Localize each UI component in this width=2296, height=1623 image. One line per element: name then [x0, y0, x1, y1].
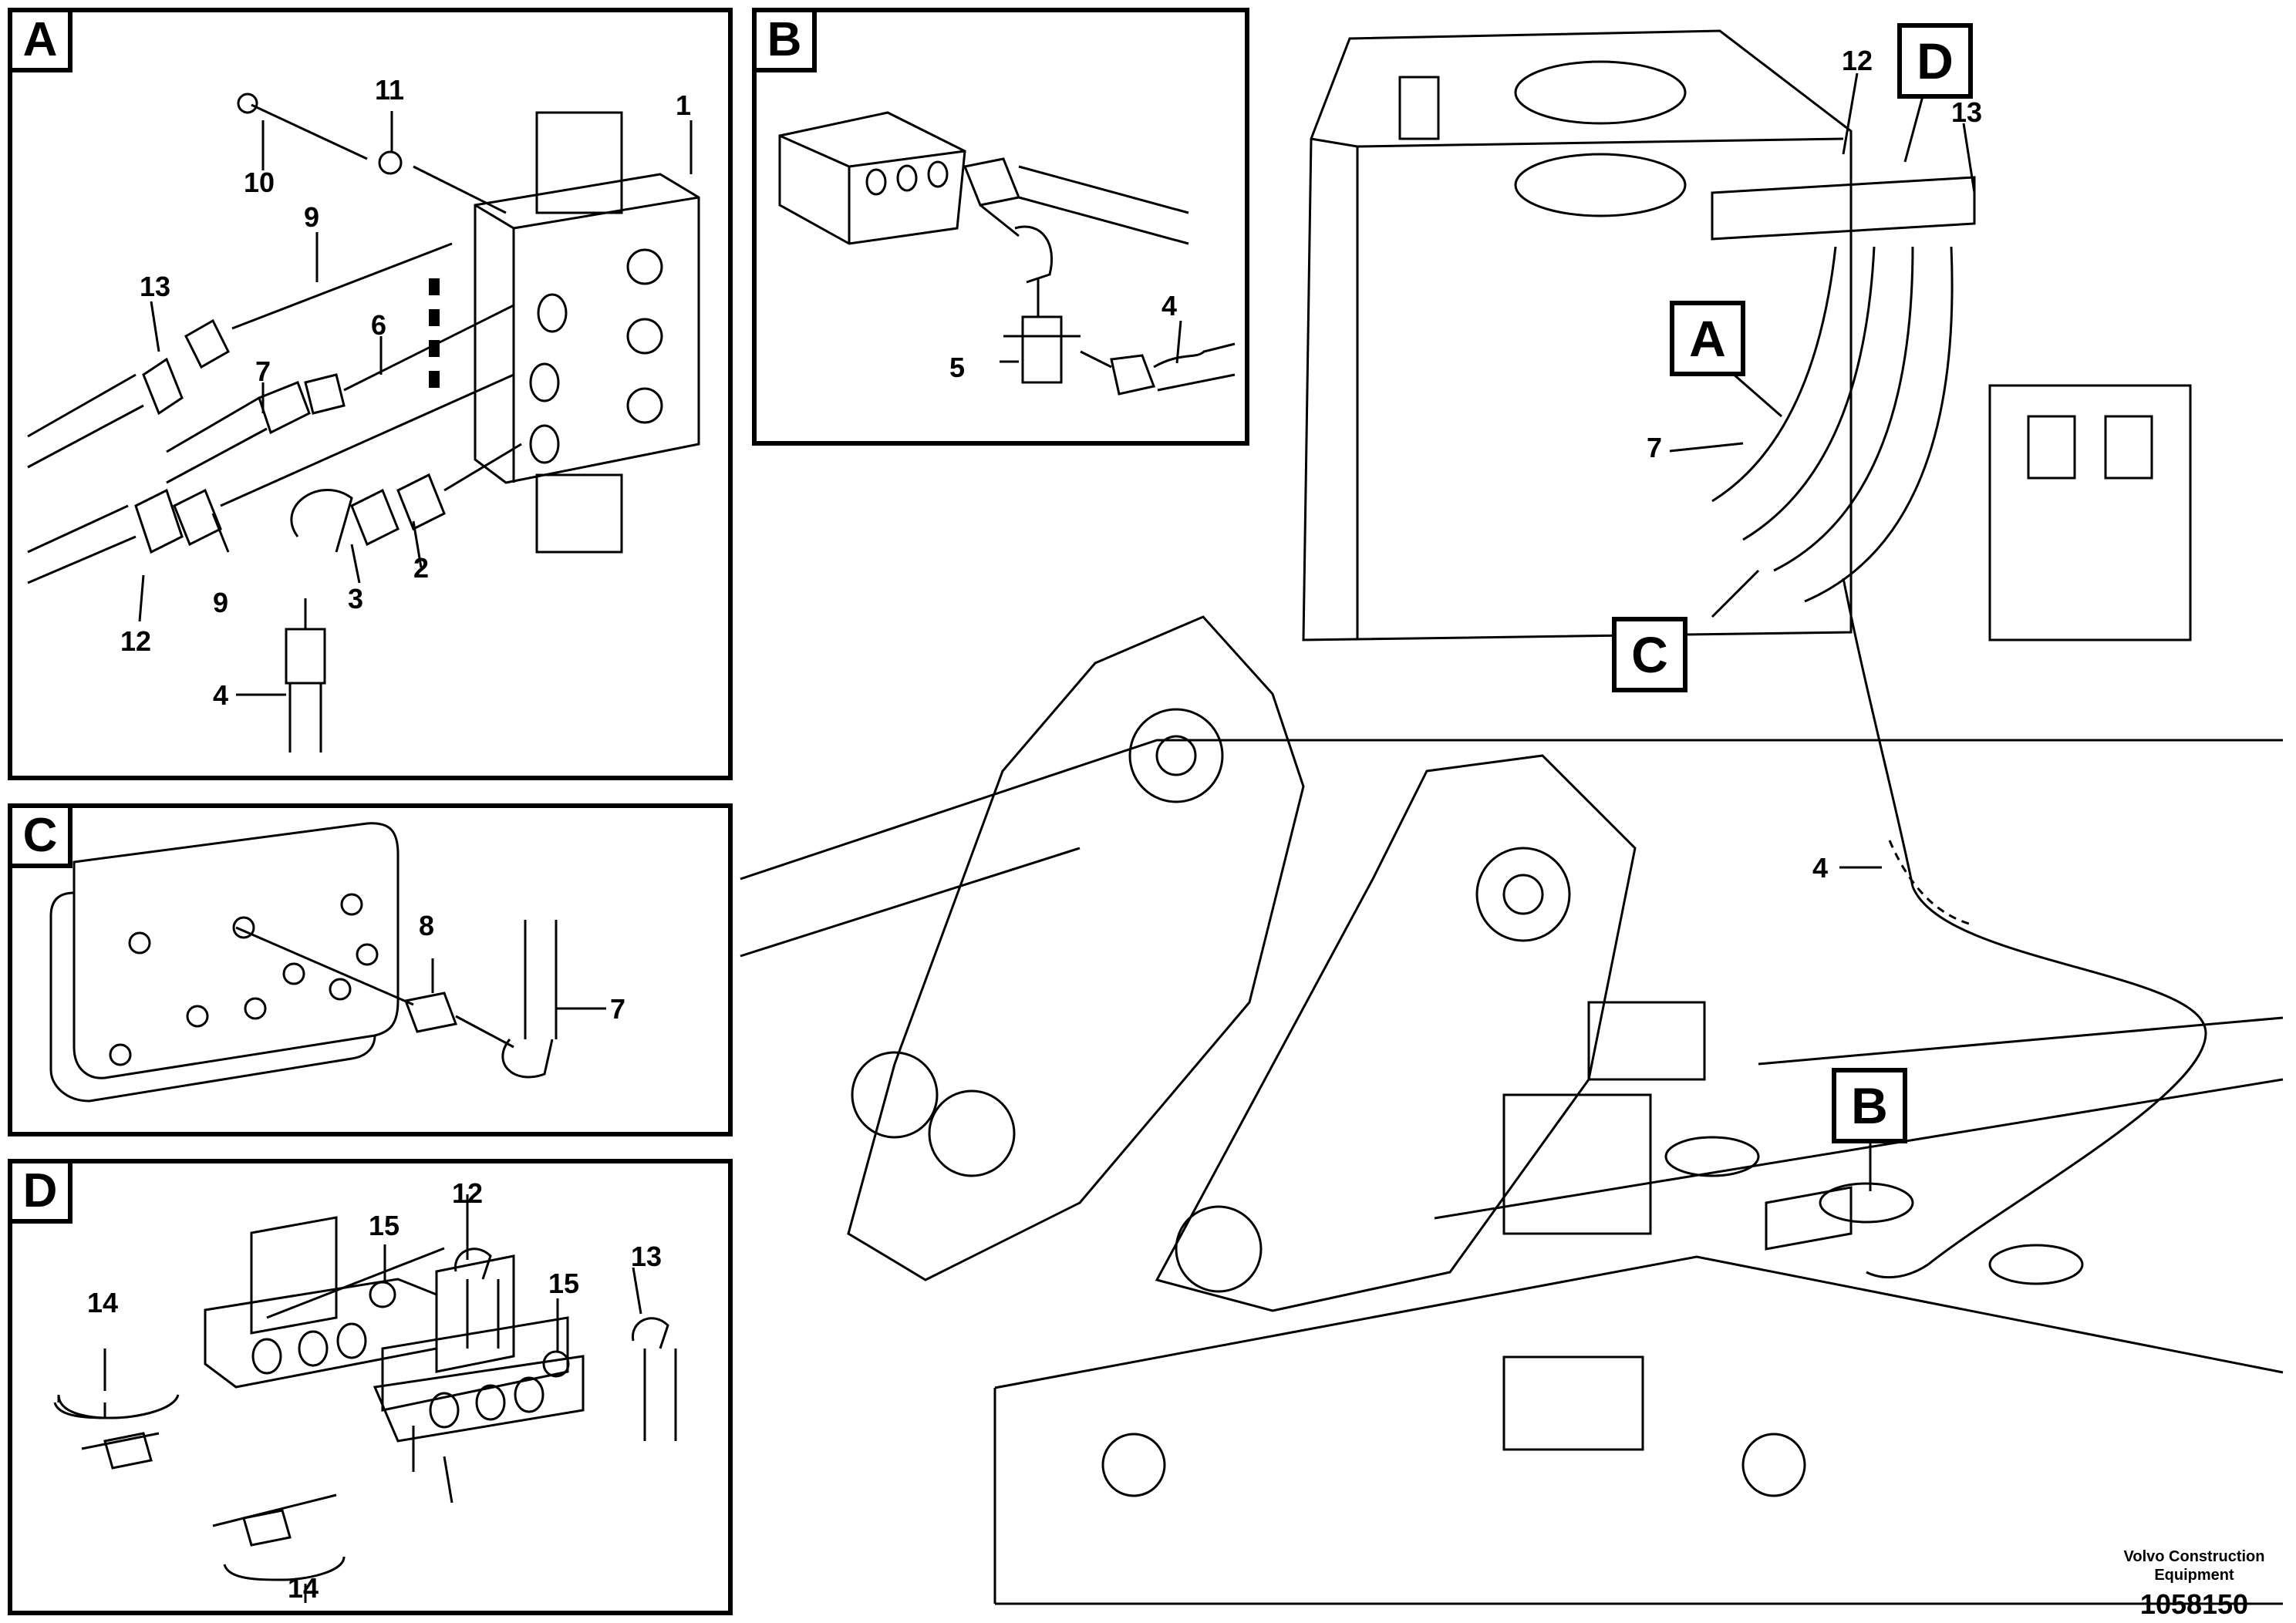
detail-panel-c: C: [8, 803, 733, 1136]
panel-a-part-6: 6: [371, 309, 387, 341]
overview-part-12: 12: [1842, 45, 1873, 76]
panel-c-part-7: 7: [610, 993, 626, 1025]
panel-b-part-4: 4: [1161, 290, 1178, 322]
overview-part-4: 4: [1812, 852, 1829, 884]
panel-b-label: B: [757, 12, 817, 72]
panel-a-part-12: 12: [120, 625, 152, 657]
overview-part-13: 13: [1951, 96, 1983, 128]
panel-d-part-13: 13: [631, 1241, 663, 1272]
panel-a-part-9-bottom: 9: [213, 587, 229, 618]
panel-a-drawing: [27, 93, 700, 753]
panel-a-part-13: 13: [140, 271, 171, 302]
panel-a-part-1: 1: [676, 89, 692, 121]
panel-a-part-3: 3: [348, 583, 364, 615]
panel-a-part-10: 10: [244, 167, 275, 198]
panel-a-label: A: [12, 12, 72, 72]
overview-callout-a[interactable]: A: [1670, 301, 1745, 376]
panel-d-label: D: [12, 1163, 72, 1224]
overview-part-7: 7: [1647, 432, 1663, 463]
overview-callout-d[interactable]: D: [1897, 23, 1973, 99]
panel-d-part-14-bottom: 14: [288, 1572, 319, 1604]
publisher-line-1: Volvo Construction: [2123, 1548, 2265, 1565]
panel-b-drawing: [778, 111, 1236, 396]
panel-b-part-5: 5: [949, 352, 966, 383]
overview-callout-c[interactable]: C: [1612, 617, 1687, 692]
detail-panel-d: D: [8, 1159, 733, 1615]
drawing-number: 1058150: [2139, 1588, 2249, 1620]
publisher-line-2: Equipment: [2154, 1567, 2234, 1584]
panel-a-part-4: 4: [213, 679, 229, 711]
panel-a-part-7: 7: [255, 355, 271, 387]
panel-c-drawing: [49, 822, 606, 1103]
panel-d-part-15-left: 15: [369, 1210, 400, 1241]
panel-a-part-11: 11: [375, 74, 405, 106]
panel-d-part-12: 12: [452, 1177, 484, 1209]
detail-panel-a: A: [8, 8, 733, 780]
panel-c-label: C: [12, 808, 72, 868]
panel-c-part-8: 8: [419, 910, 435, 941]
panel-a-part-2: 2: [413, 552, 430, 584]
detail-panel-b: B: [752, 8, 1249, 446]
overview-callout-b[interactable]: B: [1832, 1068, 1907, 1143]
panel-d-part-14-top: 14: [87, 1287, 119, 1318]
panel-d-part-15-right: 15: [548, 1268, 580, 1299]
panel-a-part-9-top: 9: [304, 201, 320, 233]
panel-d-drawing: [53, 1194, 677, 1603]
